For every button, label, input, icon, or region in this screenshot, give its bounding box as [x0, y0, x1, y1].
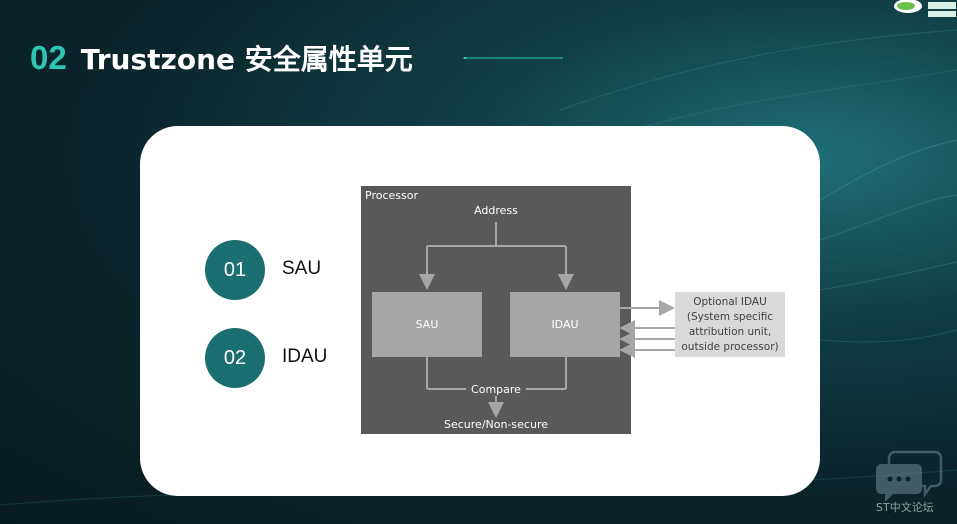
trustzone-diagram: Processor Address SAU IDAU Compare Secur… — [361, 186, 785, 436]
external-idau-line-1: Optional IDAU — [693, 295, 767, 308]
page-title: 02 Trustzone 安全属性单元 — [30, 38, 413, 78]
external-idau-line-3: attribution unit, — [688, 325, 772, 338]
corner-logo — [894, 0, 956, 17]
external-idau-box: Optional IDAU (System specific attributi… — [675, 292, 785, 357]
bullet-number-2: 02 — [205, 328, 265, 388]
compare-label: Compare — [466, 383, 526, 396]
processor-label: Processor — [365, 189, 418, 202]
title-underline — [463, 57, 563, 59]
sau-box: SAU — [372, 292, 482, 357]
forum-chat-icon — [876, 450, 943, 502]
output-label: Secure/Non-secure — [444, 418, 548, 431]
external-idau-line-2: (System specific — [686, 310, 774, 323]
bullet-label-sau: SAU — [282, 258, 322, 279]
section-number: 02 — [30, 39, 67, 76]
external-idau-line-4: outside processor) — [681, 340, 779, 353]
address-label: Address — [474, 204, 518, 217]
bullet-number-1: 01 — [205, 240, 265, 300]
section-title: Trustzone 安全属性单元 — [80, 43, 413, 76]
watermark-text: ST中文论坛 — [876, 501, 934, 514]
bullet-label-idau: IDAU — [282, 346, 328, 367]
idau-box: IDAU — [510, 292, 620, 357]
